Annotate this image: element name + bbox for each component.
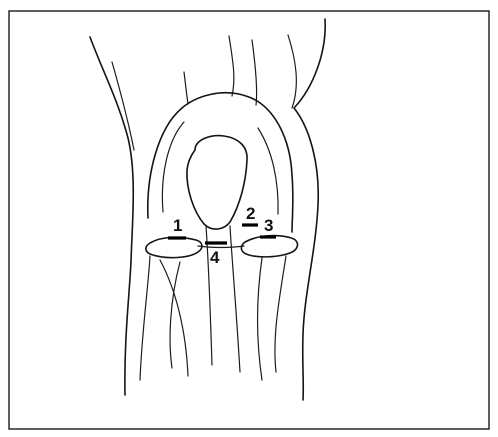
lateral-meniscus <box>241 236 297 257</box>
left-leg-contour <box>90 37 133 395</box>
marker-2: 2 <box>242 204 258 225</box>
quadriceps-tendon <box>184 36 257 105</box>
tendon-line-mid <box>229 36 234 96</box>
tibia-medial-edge <box>140 256 150 380</box>
marker-4-label: 4 <box>210 248 220 267</box>
left-thigh-line <box>112 62 134 150</box>
marker-1-label: 1 <box>173 216 182 235</box>
marker-3-label: 3 <box>264 216 273 235</box>
right-thigh-line <box>288 35 296 108</box>
intercondylar-line <box>198 246 244 248</box>
fibula-line <box>258 258 263 380</box>
marker-1: 1 <box>168 216 186 238</box>
medial-meniscus <box>146 237 202 257</box>
patella <box>187 136 247 229</box>
patellar-tendon-right <box>230 226 240 372</box>
tendon-line-right <box>252 40 257 105</box>
tendon-line-left <box>184 72 188 104</box>
lateral-leg-line <box>275 256 286 372</box>
femoral-condyles <box>148 93 293 232</box>
lower-leg <box>140 256 286 380</box>
marker-2-label: 2 <box>246 204 255 223</box>
tibia-crest <box>170 262 180 368</box>
medial-condyle-inner <box>162 122 184 212</box>
leg-outline <box>90 19 325 400</box>
marker-3: 3 <box>260 216 276 237</box>
right-leg-contour <box>294 19 325 400</box>
tibia-inner-line <box>160 260 188 376</box>
lateral-condyle-inner <box>258 128 278 214</box>
